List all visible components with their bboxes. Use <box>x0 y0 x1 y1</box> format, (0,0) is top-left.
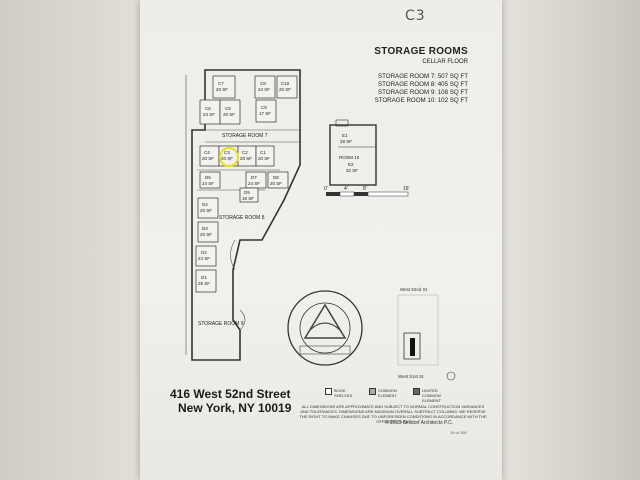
area-line: STORAGE ROOM 8: 405 SQ FT <box>378 81 468 88</box>
highlight-circle <box>219 147 239 167</box>
unit-sf: 24 SF <box>258 87 270 92</box>
scale-bar: 0' 4' 8' 16' <box>324 186 410 197</box>
unit-box <box>276 75 298 99</box>
unit-sf: 20 SF <box>202 156 214 161</box>
unit-id: C6 <box>205 106 211 111</box>
architect-seal <box>287 290 363 366</box>
unit-id: C7 <box>218 81 224 86</box>
legend-item: BOOK SHELVES <box>325 388 359 403</box>
unit-sf: 24 SF <box>203 112 215 117</box>
legend-label: BOOK SHELVES <box>334 388 353 398</box>
legend-item: COMMON ELEMENT <box>369 388 403 403</box>
street-label-south: West 51st St. <box>398 374 425 379</box>
unit-id: D7 <box>251 175 257 180</box>
unit-sf: 20 SF <box>216 87 228 92</box>
page-number: 19 of 190 <box>450 430 467 435</box>
legend-swatch <box>369 388 376 395</box>
unit-box <box>267 171 289 189</box>
storage-room-10-label: ROOM 10 <box>339 155 360 160</box>
unit-box <box>219 99 241 125</box>
storage-room-8-label: STORAGE ROOM 8 <box>219 215 265 221</box>
unit-sf: 20 SF <box>240 156 252 161</box>
unit-id: E1 <box>342 133 348 138</box>
disclaimer: ALL DIMENSIONS ARE APPROXIMATE AND SUBJE… <box>299 404 487 424</box>
scale-label: 8' <box>363 186 367 192</box>
unit-box <box>197 221 219 243</box>
legend-swatch <box>413 388 420 395</box>
legend-swatch <box>325 388 332 395</box>
legend: BOOK SHELVES COMMON ELEMENT LIMITED COMM… <box>325 388 447 403</box>
unit-id: D8 <box>273 175 279 180</box>
unit-id: C9 <box>261 105 267 110</box>
storage-room-10-units: E1 28 SF ROOM 10 E2 32 SF <box>339 133 360 173</box>
storage-room-7-label: STORAGE ROOM 7 <box>222 133 268 139</box>
area-line: STORAGE ROOM 7: 507 SQ FT <box>378 73 468 80</box>
unit-id: D6 <box>205 175 211 180</box>
unit-box <box>195 269 217 293</box>
unit-sf: 17 SF <box>259 111 271 116</box>
unit-box <box>255 145 275 167</box>
unit-sf: 20 SF <box>270 181 282 186</box>
unit-sf: 28 SF <box>198 281 210 286</box>
building-walls <box>191 69 301 361</box>
handwritten-annotation: C3 <box>405 8 426 24</box>
unit-sf: 24 SF <box>198 256 210 261</box>
unit-id: C4 <box>204 150 210 155</box>
storage-room-10-plan <box>329 119 377 186</box>
unit-id: C10 <box>281 81 290 86</box>
legend-label: COMMON ELEMENT <box>378 388 397 398</box>
copyright: © 2013 Selldorf Architects P.C. <box>385 420 454 426</box>
scale-label: 0' <box>324 186 328 192</box>
unit-sf: 32 SF <box>346 168 358 173</box>
plan-heading: STORAGE ROOMS <box>374 46 468 57</box>
unit-id: C2 <box>242 150 248 155</box>
unit-box <box>212 75 236 99</box>
unit-id: C1 <box>260 150 266 155</box>
unit-id: D2 <box>201 250 207 255</box>
unit-id: E2 <box>348 162 354 167</box>
street-label-north: West 52nd St. <box>400 287 429 292</box>
key-plan <box>397 294 456 381</box>
unit-sf: 25 SF <box>279 87 291 92</box>
unit-sf: 20 SF <box>258 156 270 161</box>
legend-label: LIMITED COMMON ELEMENT <box>422 388 441 403</box>
unit-sf: 20 SF <box>223 112 235 117</box>
unit-sf: 20 SF <box>200 208 212 213</box>
unit-sf: 20 SF <box>221 156 233 161</box>
storage-units: C7 20 SF C8 24 SF C10 25 SF C6 24 SF C5 … <box>195 75 298 293</box>
unit-sf: 18 SF <box>242 196 254 201</box>
unit-id: D3 <box>202 226 208 231</box>
unit-sf: 20 SF <box>200 232 212 237</box>
unit-box <box>199 171 221 189</box>
unit-box <box>239 187 259 203</box>
area-line: STORAGE ROOM 9: 108 SQ FT <box>378 89 468 96</box>
unit-id: C5 <box>225 106 231 111</box>
unit-box <box>197 197 219 219</box>
scale-label: 16' <box>403 186 410 192</box>
address-line-2: New York, NY 10019 <box>178 401 292 415</box>
unit-sf: 24 SF <box>202 181 214 186</box>
unit-sf: 24 SF <box>248 181 260 186</box>
unit-box <box>254 75 276 99</box>
plan-subheading: CELLAR FLOOR <box>422 59 468 65</box>
unit-id: C8 <box>260 81 266 86</box>
unit-box <box>195 245 217 267</box>
address-block: 416 West 52nd Street New York, NY 10019 <box>170 387 291 415</box>
unit-id: D4 <box>202 202 208 207</box>
area-line: STORAGE ROOM 10: 102 SQ FT <box>374 97 468 104</box>
storage-room-9-label: STORAGE ROOM 9 <box>198 321 244 327</box>
title-block: STORAGE ROOMS CELLAR FLOOR STORAGE ROOM … <box>374 46 468 105</box>
legend-item: LIMITED COMMON ELEMENT <box>413 388 447 403</box>
unit-id: C3 <box>224 150 230 155</box>
unit-sf: 28 SF <box>340 139 352 144</box>
address-line-1: 416 West 52nd Street <box>170 387 291 401</box>
unit-box <box>255 99 277 123</box>
unit-id: D1 <box>201 275 207 280</box>
scale-label: 4' <box>344 186 348 192</box>
unit-id: D9 <box>244 190 250 195</box>
storage-room-labels: STORAGE ROOM 7 STORAGE ROOM 8 STORAGE RO… <box>198 133 268 327</box>
